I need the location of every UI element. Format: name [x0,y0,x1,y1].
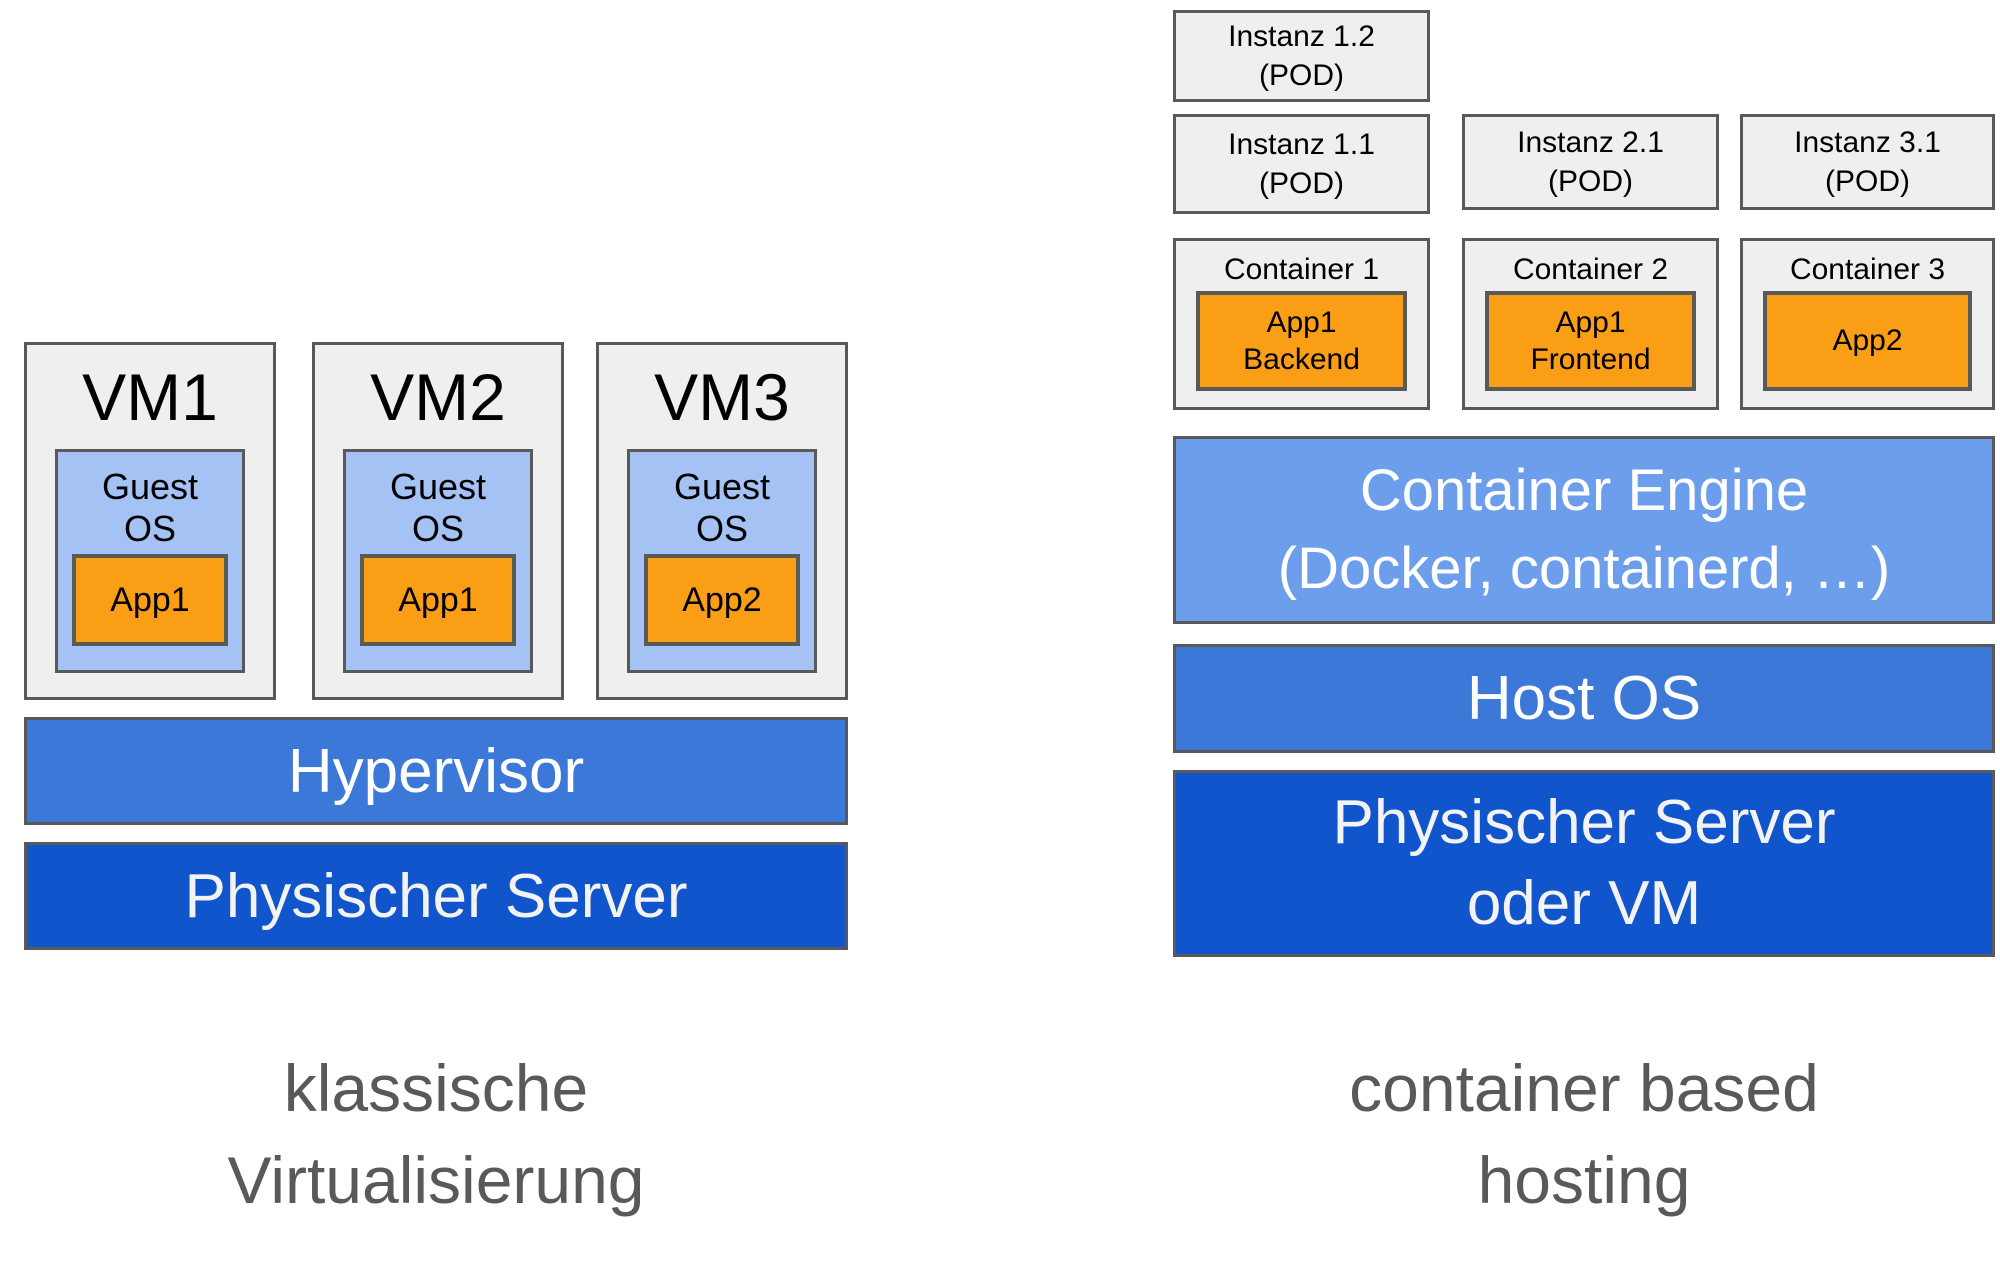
vm1-box: VM1 Guest OS App1 [24,342,276,700]
vm2-title: VM2 [370,360,506,434]
vm2-guest-os-label: Guest OS [389,466,487,550]
vm1-app-box: App1 [72,554,228,646]
container3-app-box: App2 [1763,291,1972,391]
vm3-app-box: App2 [644,554,800,646]
caption-container-based-hosting: container based hosting [1349,1051,1819,1218]
physical-server-layer: Physischer Server [24,842,848,950]
container-engine-layer: Container Engine (Docker, containerd, …) [1173,436,1995,624]
vm3-guest-os-box: Guest OS App2 [627,449,817,673]
container2-box: Container 2 App1 Frontend [1462,238,1719,410]
hypervisor-layer: Hypervisor [24,717,848,825]
container1-app-box: App1 Backend [1196,291,1407,391]
pod-instanz-1-2: Instanz 1.2 (POD) [1173,10,1430,102]
vm2-app-box: App1 [360,554,516,646]
container2-app-box: App1 Frontend [1485,291,1696,391]
pod-instanz-3-1: Instanz 3.1 (POD) [1740,114,1995,210]
vm3-box: VM3 Guest OS App2 [596,342,848,700]
vm2-box: VM2 Guest OS App1 [312,342,564,700]
pod-instanz-2-1: Instanz 2.1 (POD) [1462,114,1719,210]
caption-classic-virtualization: klassische Virtualisierung [227,1051,645,1218]
vm1-title: VM1 [82,360,218,434]
vm3-title: VM3 [654,360,790,434]
host-os-layer: Host OS [1173,644,1995,753]
container1-box: Container 1 App1 Backend [1173,238,1430,410]
container2-title: Container 2 [1512,253,1669,286]
physical-server-or-vm-layer: Physischer Server oder VM [1173,770,1995,957]
pod-instanz-1-1: Instanz 1.1 (POD) [1173,114,1430,214]
container3-box: Container 3 App2 [1740,238,1995,410]
container3-title: Container 3 [1789,253,1946,286]
container1-title: Container 1 [1223,253,1380,286]
vm3-guest-os-label: Guest OS [673,466,771,550]
vm2-guest-os-box: Guest OS App1 [343,449,533,673]
vm1-guest-os-label: Guest OS [101,466,199,550]
vm1-guest-os-box: Guest OS App1 [55,449,245,673]
